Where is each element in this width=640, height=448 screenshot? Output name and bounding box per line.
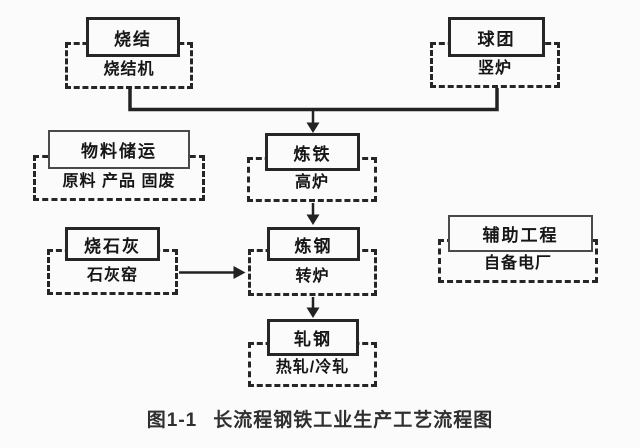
sintering-title-label: 烧结 [114,29,152,49]
lime-title-box: 烧石灰 [65,227,160,261]
material-storage-facility-label: 原料 产品 固废 [62,173,176,190]
connector-sinter-pellet-merge [128,88,499,112]
arrow-merge-to-ironmaking-head [306,122,320,133]
pelletizing-facility-label: 竖炉 [477,60,512,77]
rolling-facility-label: 热轧/冷轧 [275,359,350,376]
figure-caption-text: 长流程钢铁工业生产工艺流程图 [213,410,494,431]
auxiliary-title-label: 辅助工程 [482,226,559,245]
pelletizing-title-label: 球团 [477,29,516,49]
arrow-ironmaking-to-steelmaking-head [306,214,320,225]
material-storage-title-label: 物料储运 [81,142,157,161]
arrow-lime-to-steelmaking-head [233,266,246,279]
steelmaking-title-label: 炼钢 [294,236,333,256]
ironmaking-title-label: 炼铁 [293,144,332,164]
rolling-title-box: 轧钢 [267,319,359,356]
arrow-steelmaking-to-rolling-head [306,307,320,318]
ironmaking-facility-label: 高炉 [294,174,329,191]
auxiliary-title-box: 辅助工程 [448,215,593,252]
lime-title-label: 烧石灰 [84,236,141,256]
figure-caption: 图1-1 长流程钢铁工业生产工艺流程图 [0,405,640,432]
pelletizing-title-box: 球团 [448,17,545,57]
auxiliary-facility-label: 自备电厂 [483,255,552,272]
rolling-title-label: 轧钢 [294,330,332,349]
sintering-facility-label: 烧结机 [103,61,155,78]
ironmaking-title-box: 炼铁 [265,133,360,171]
figure-caption-number: 图1-1 [146,410,198,431]
sintering-title-box: 烧结 [86,17,180,57]
material-storage-title-box: 物料储运 [48,130,190,169]
lime-facility-label: 石灰窑 [86,267,138,284]
steelmaking-facility-label: 转炉 [295,268,330,285]
steelmaking-title-box: 炼钢 [267,227,360,261]
